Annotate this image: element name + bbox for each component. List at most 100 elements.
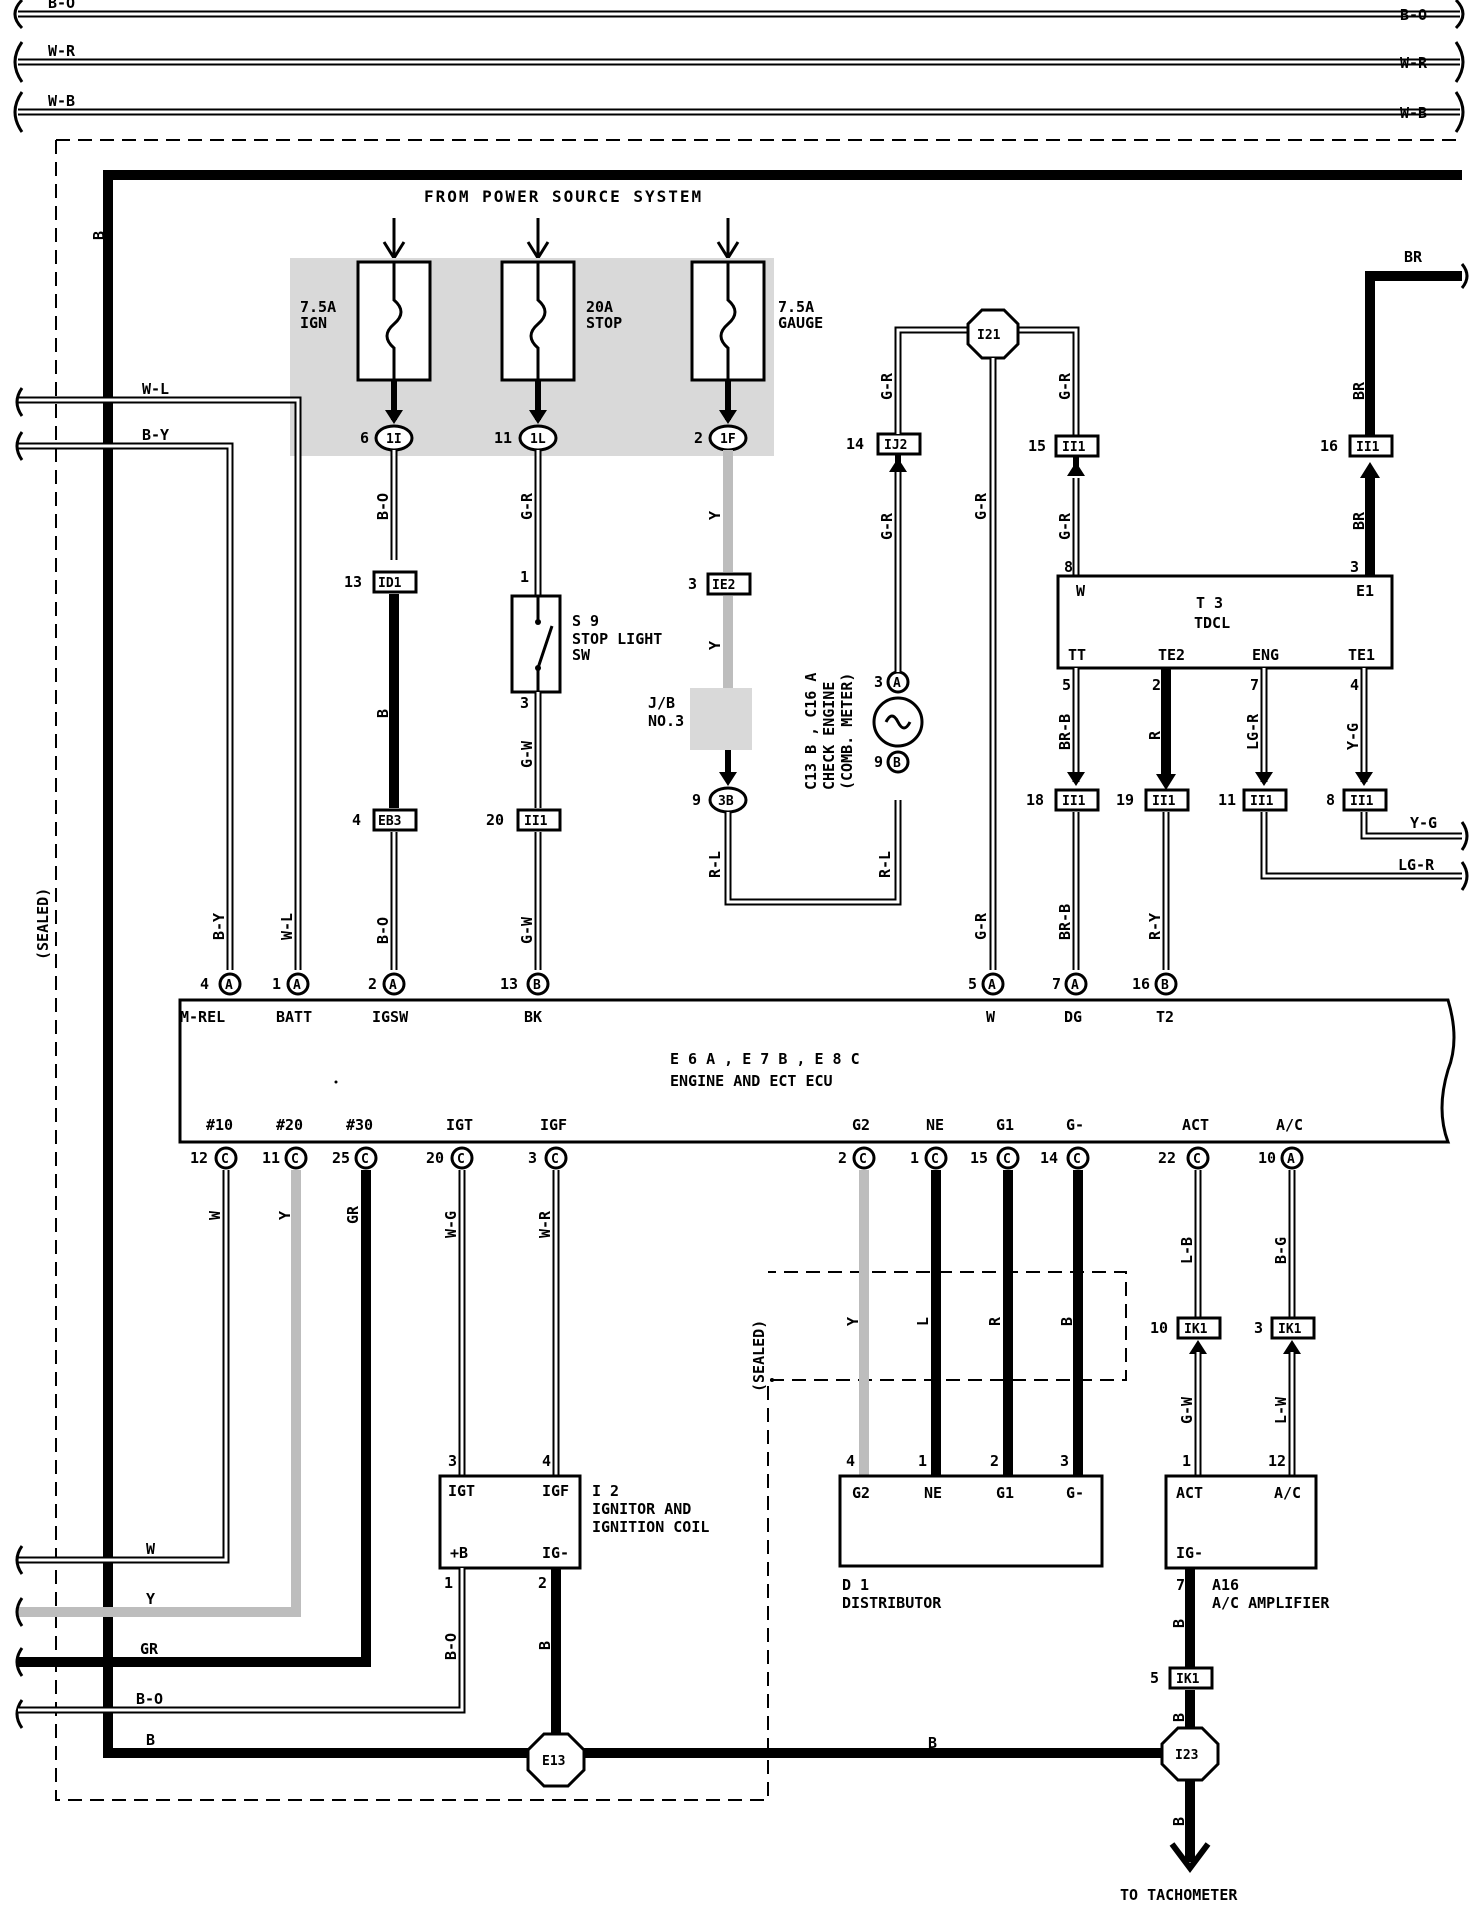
svg-text:IK1: IK1 <box>1278 1322 1302 1337</box>
svg-text:G2: G2 <box>852 1484 870 1502</box>
svg-text:G-W: G-W <box>518 740 536 768</box>
svg-text:E 6 A , E 7 B , E 8 C: E 6 A , E 7 B , E 8 C <box>670 1050 860 1068</box>
svg-text:ID1: ID1 <box>378 576 402 591</box>
svg-text:22: 22 <box>1158 1149 1176 1167</box>
check-engine-circuit: Y IE2 3 Y J/B NO.3 3B 9 R-L R-L B 9 A 3 … <box>648 326 970 906</box>
svg-text:B: B <box>90 231 108 240</box>
svg-text:B-Y: B-Y <box>142 426 169 444</box>
svg-text:IGN: IGN <box>300 314 327 332</box>
svg-text:C: C <box>361 1152 369 1167</box>
svg-text:G-: G- <box>1066 1484 1084 1502</box>
fuse-feeds <box>382 218 740 262</box>
svg-text:3B: 3B <box>718 794 734 809</box>
svg-text:W-G: W-G <box>442 1211 460 1238</box>
svg-text:1: 1 <box>1182 1452 1191 1470</box>
svg-text:ACT: ACT <box>1176 1484 1203 1502</box>
svg-text:5: 5 <box>968 975 977 993</box>
svg-text:A/C: A/C <box>1274 1484 1301 1502</box>
svg-text:IGSW: IGSW <box>372 1008 409 1026</box>
svg-text:1: 1 <box>910 1149 919 1167</box>
svg-text:1: 1 <box>272 975 281 993</box>
svg-text:7.5A: 7.5A <box>300 298 336 316</box>
power-source-header: FROM POWER SOURCE SYSTEM <box>424 187 703 206</box>
svg-text:B: B <box>1058 1317 1076 1326</box>
svg-text:13: 13 <box>344 573 362 591</box>
svg-text:TDCL: TDCL <box>1194 614 1230 632</box>
svg-text:S 9: S 9 <box>572 612 599 630</box>
svg-text:10: 10 <box>1150 1319 1168 1337</box>
svg-text:G1: G1 <box>996 1484 1014 1502</box>
svg-text:T 3: T 3 <box>1196 594 1223 612</box>
svg-text:4: 4 <box>542 1452 551 1470</box>
svg-text:IGNITION COIL: IGNITION COIL <box>592 1518 709 1536</box>
left-inputs: W-L W-L B-Y B-Y <box>15 380 302 970</box>
svg-text:10: 10 <box>1258 1149 1276 1167</box>
svg-text:C: C <box>1193 1152 1201 1167</box>
svg-text:BR: BR <box>1404 248 1423 266</box>
svg-text:1: 1 <box>520 568 529 586</box>
tdcl-box <box>1056 574 1394 670</box>
svg-text:BR: BR <box>1350 511 1368 530</box>
svg-text:T2: T2 <box>1156 1008 1174 1026</box>
svg-text:TE1: TE1 <box>1348 646 1375 664</box>
svg-text:3: 3 <box>448 1452 457 1470</box>
svg-text:Y: Y <box>276 1211 294 1220</box>
svg-text:B-G: B-G <box>1272 1237 1290 1264</box>
svg-text:II1: II1 <box>1356 440 1380 455</box>
ecu-bottom-pins: C 12 #10 C 11 #20 C 25 #30 C 20 IGT C 3 … <box>190 1116 1304 1170</box>
svg-text:#10: #10 <box>206 1116 233 1134</box>
svg-text:C: C <box>221 1152 229 1167</box>
svg-text:2: 2 <box>694 429 703 447</box>
svg-text:(COMB. METER): (COMB. METER) <box>838 673 856 790</box>
svg-text:B: B <box>1170 1619 1188 1628</box>
svg-text:I 2: I 2 <box>592 1482 619 1500</box>
svg-text:R: R <box>986 1316 1004 1326</box>
svg-text:11: 11 <box>262 1149 280 1167</box>
svg-text:IGNITOR AND: IGNITOR AND <box>592 1500 691 1518</box>
svg-text:18: 18 <box>1026 791 1044 809</box>
svg-text:9: 9 <box>874 753 883 771</box>
svg-text:4: 4 <box>352 811 361 829</box>
svg-text:ENGINE AND ECT ECU: ENGINE AND ECT ECU <box>670 1072 833 1090</box>
svg-text:GR: GR <box>140 1640 159 1658</box>
svg-text:B: B <box>1161 978 1169 993</box>
svg-text:G2: G2 <box>852 1116 870 1134</box>
svg-text:IG-: IG- <box>1176 1544 1203 1562</box>
svg-text:A: A <box>1071 978 1079 993</box>
svg-text:W: W <box>986 1008 996 1026</box>
stop-light-switch <box>510 594 562 694</box>
svg-text:IJ2: IJ2 <box>884 438 907 453</box>
svg-text:B: B <box>893 756 901 771</box>
svg-text:G-R: G-R <box>518 492 536 520</box>
svg-text:ENG: ENG <box>1252 646 1279 664</box>
svg-text:A/C: A/C <box>1276 1116 1303 1134</box>
svg-text:7: 7 <box>1052 975 1061 993</box>
svg-text:A: A <box>893 676 901 691</box>
svg-text:C: C <box>457 1152 465 1167</box>
svg-text:A: A <box>389 978 397 993</box>
svg-text:12: 12 <box>1268 1452 1286 1470</box>
svg-text:3: 3 <box>520 694 529 712</box>
svg-text:I23: I23 <box>1175 1748 1198 1763</box>
svg-text:NE: NE <box>926 1116 944 1134</box>
distributor-circuit: (SEALED) Y L R B 4 1 2 3 G2 NE G1 G- D 1… <box>750 1170 1104 1612</box>
svg-text:L: L <box>914 1317 932 1326</box>
svg-text:IGT: IGT <box>448 1482 475 1500</box>
svg-text:R-L: R-L <box>876 851 894 878</box>
svg-text:#30: #30 <box>346 1116 373 1134</box>
svg-text:IK1: IK1 <box>1176 1672 1200 1687</box>
sealed-region <box>55 139 1462 1801</box>
svg-text:2: 2 <box>538 1574 547 1592</box>
svg-text:BATT: BATT <box>276 1008 312 1026</box>
bus-right-wb: W-B <box>1400 104 1427 122</box>
svg-text:B: B <box>146 1731 155 1749</box>
svg-text:IGF: IGF <box>542 1482 569 1500</box>
svg-text:C: C <box>859 1152 867 1167</box>
svg-text:II1: II1 <box>1250 794 1274 809</box>
svg-text:B-O: B-O <box>374 917 392 944</box>
distributor-box <box>838 1474 1104 1568</box>
svg-text:3: 3 <box>874 673 883 691</box>
svg-text:A: A <box>293 978 301 993</box>
svg-text:TO TACHOMETER: TO TACHOMETER <box>1120 1886 1238 1904</box>
